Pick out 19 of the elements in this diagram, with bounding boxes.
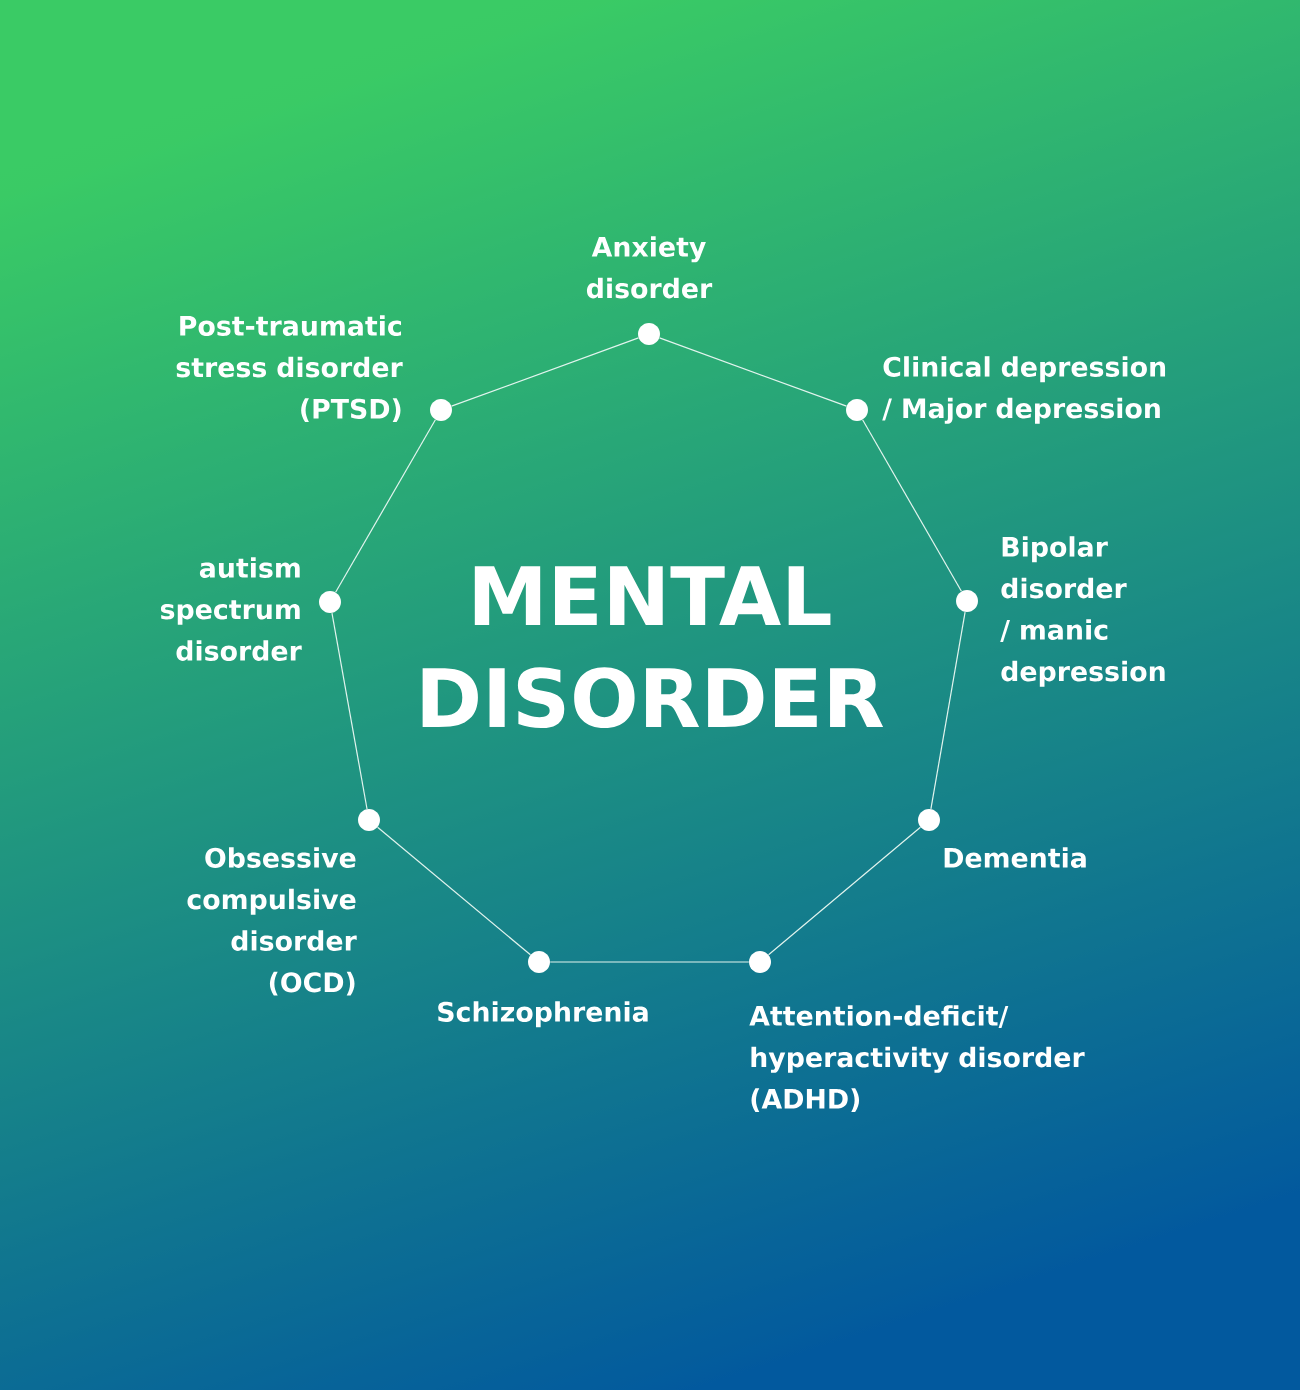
node-label: Schizophrenia — [438, 1001, 648, 1028]
node-label: autism spectrum disorder — [160, 557, 302, 661]
connector-line — [862, 419, 962, 592]
node-label: Bipolar disorder / manic depression — [1000, 536, 1165, 687]
connector-line — [377, 826, 531, 956]
connector-line — [549, 961, 750, 963]
node-label: Clinical depression / Major depression — [882, 356, 1166, 424]
connector-line — [335, 419, 436, 593]
connector-line — [658, 337, 848, 407]
node-label: Obsessive compulsive disorder (OCD) — [187, 847, 357, 996]
node-label: Dementia — [944, 847, 1086, 868]
connector-line — [930, 611, 966, 810]
connector-line — [768, 826, 922, 956]
connector-line — [450, 337, 640, 407]
node-label: Attention-deficit/ hyperactivity disorder (ADHD) — [749, 1005, 1085, 1113]
title: MENTAL DISORDER — [422, 566, 884, 729]
connector-line — [331, 612, 368, 810]
node-label: Post-traumatic stress disorder (PTSD) — [176, 315, 403, 423]
node-label: Anxiety disorder — [586, 236, 713, 299]
